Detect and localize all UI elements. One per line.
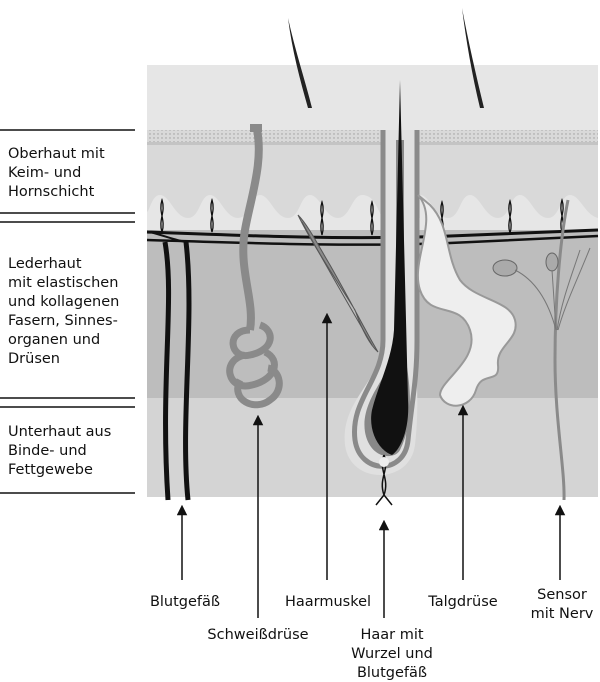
label-sensor-line1: Sensor <box>537 587 587 603</box>
hair-muscle-structure <box>297 214 379 353</box>
layer-label-boxes <box>0 129 135 494</box>
blood-vessel-structure <box>149 231 192 501</box>
label-epidermis: Oberhaut mit Keim- und Hornschicht <box>8 146 105 200</box>
label-sebaceous-gland: Talgdrüse <box>427 594 497 610</box>
sebaceous-gland-structure <box>416 194 517 407</box>
hair-shaft-left <box>288 18 312 108</box>
label-hair-muscle: Haarmuskel <box>285 594 371 610</box>
pointer-arrows <box>176 312 566 618</box>
label-dermis: Lederhaut mit elastischen und kollagenen… <box>8 256 120 367</box>
dermis-band <box>147 230 598 398</box>
horn-layer <box>147 130 598 142</box>
label-sensor-line2: mit Nerv <box>531 606 594 622</box>
label-hair-root-line1: Haar mit <box>360 627 423 643</box>
sensor-structure <box>492 199 591 501</box>
label-blood-vessel: Blutgefäß <box>150 594 220 610</box>
label-sweat-gland: Schweißdrüse <box>207 627 308 643</box>
label-hair-root-line2: Wurzel und <box>351 646 433 662</box>
horn-layer-edge <box>147 142 598 145</box>
label-hypodermis: Unterhaut aus Binde- und Fettgewebe <box>8 424 112 478</box>
label-hair-root-line3: Blutgefäß <box>357 665 427 681</box>
sweat-gland-structure <box>226 124 283 409</box>
hair-follicle-structure <box>344 80 420 506</box>
